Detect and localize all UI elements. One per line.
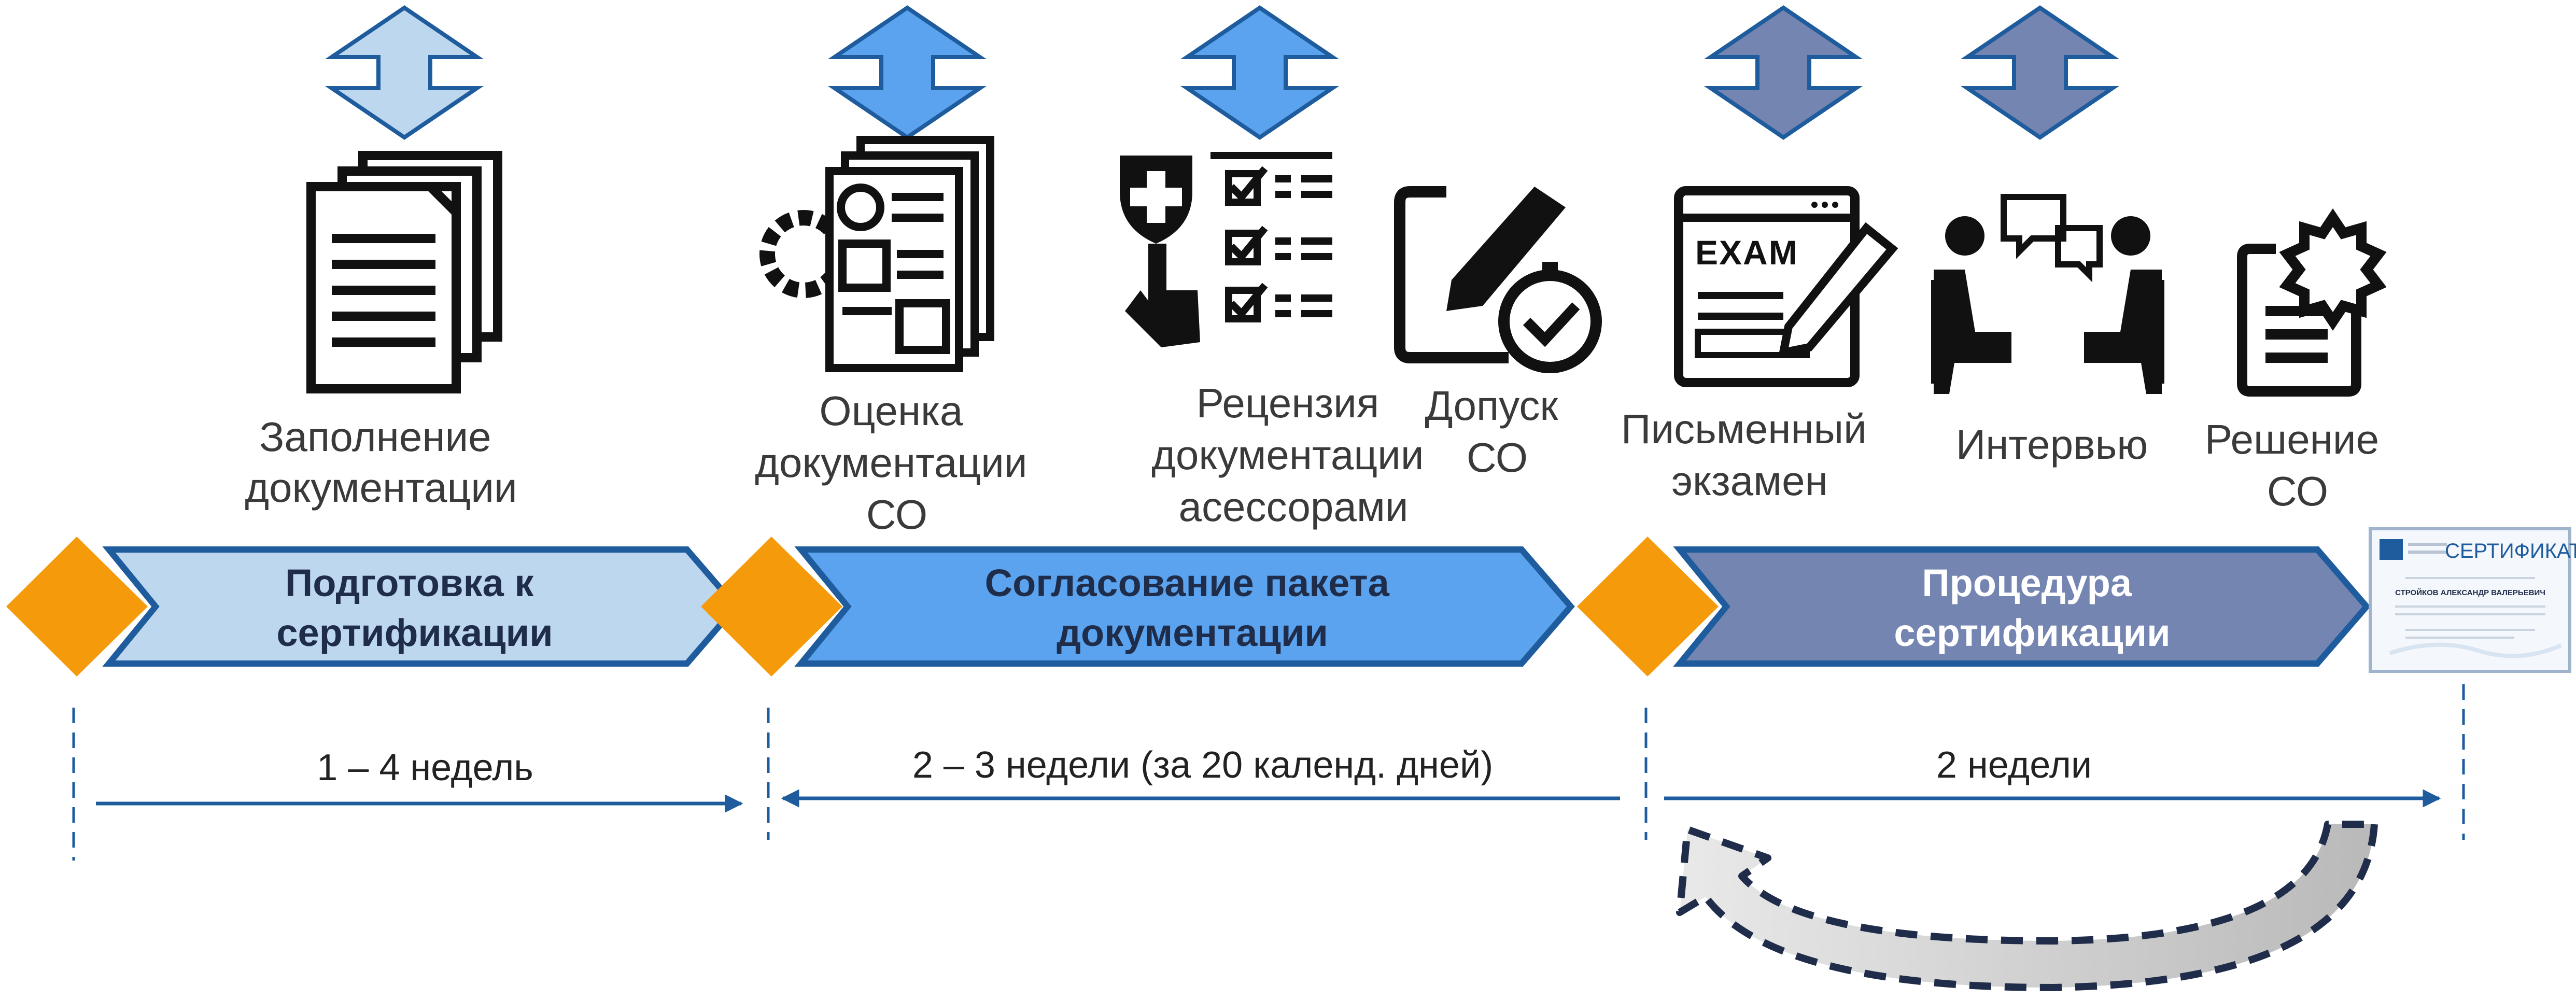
- duration-label: 1 – 4 недель: [317, 747, 533, 788]
- step-label: Заполнение документации: [245, 414, 517, 511]
- phase-label: Подготовка к сертификации: [276, 561, 553, 654]
- double-arrow-icon: [827, 5, 987, 140]
- step-label: Допуск СО: [1425, 383, 1569, 481]
- double-arrow-icon: [1704, 5, 1863, 140]
- milestone-diamond: [1577, 537, 1719, 677]
- double-arrow-icon: [325, 5, 484, 140]
- phase-label: Процедура сертификации: [1894, 561, 2170, 654]
- svg-text:EXAM: EXAM: [1695, 233, 1798, 272]
- double-arrow-icon: [1180, 5, 1340, 140]
- phase-label: Согласование пакета документации: [985, 561, 1400, 654]
- dashed-return-arrow-icon: [1676, 821, 2378, 991]
- documents-stack-icon: [306, 151, 502, 393]
- step-label: Интервью: [1956, 421, 2148, 468]
- milestone-diamond: [6, 537, 148, 677]
- exam-icon: EXAM: [1674, 186, 1898, 387]
- certificate-title: СЕРТИФИКАТ: [2445, 540, 2576, 562]
- decision-document-icon: [2237, 208, 2387, 397]
- interview-icon: [1931, 194, 2164, 394]
- phase-chevron: [102, 546, 740, 667]
- phase-chevron: [1673, 546, 2371, 667]
- phase-chevron: [794, 546, 1575, 667]
- duration-label: 2 – 3 недели (за 20 календ. дней): [912, 744, 1493, 786]
- double-arrow-icon: [1960, 5, 2120, 140]
- approval-edit-icon: [1394, 186, 1602, 373]
- duration-label: 2 недели: [1936, 744, 2092, 786]
- milestone-diamond: [701, 537, 842, 677]
- document-assessment-icon: [759, 136, 994, 372]
- certificate-icon: СЕРТИФИКАТ СТРОЙКОВ АЛЕКСАНДР ВАЛЕРЬЕВИЧ: [2369, 527, 2576, 673]
- step-label: Рецензия документации асессорами: [1151, 380, 1435, 530]
- step-label: Решение СО: [2205, 416, 2391, 514]
- step-label: Оценка документации СО: [755, 388, 1039, 538]
- certificate-holder: СТРОЙКОВ АЛЕКСАНДР ВАЛЕРЬЕВИЧ: [2395, 588, 2545, 597]
- step-label: Письменный экзамен: [1621, 406, 1878, 504]
- review-checklist-icon: [1120, 152, 1332, 347]
